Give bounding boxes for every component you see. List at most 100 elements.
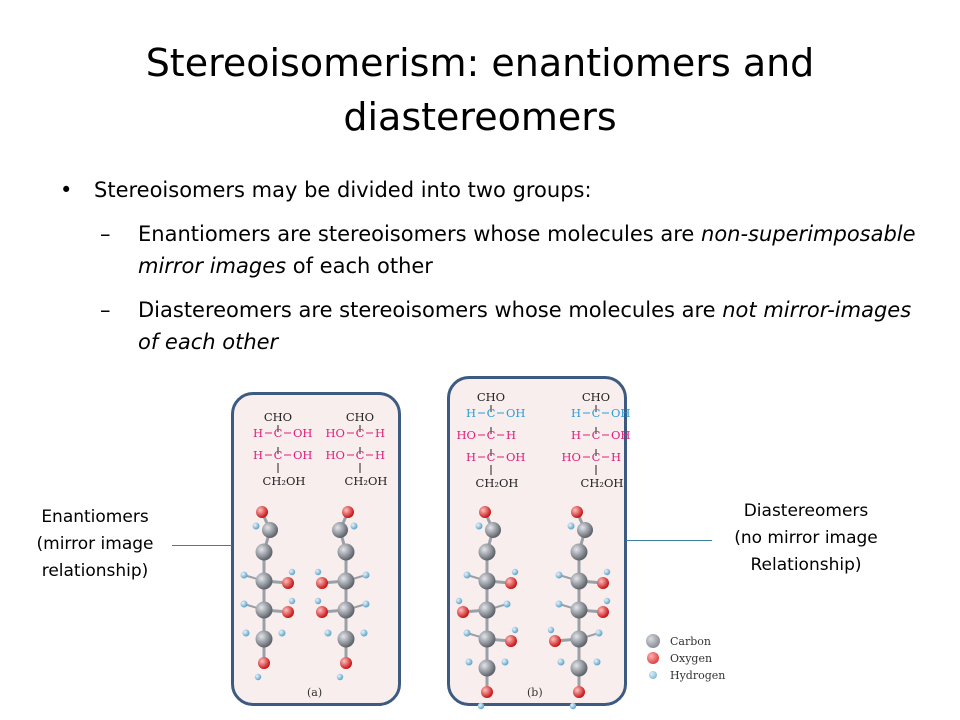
hydrogen-atom [242, 629, 250, 637]
hydrogen-atom [455, 597, 463, 605]
hydrogen-atom [475, 522, 483, 530]
carbon-atom [337, 572, 355, 590]
hydrogen-atom [314, 568, 322, 576]
hydrogen-atom [350, 522, 358, 530]
hydrogen-atom [360, 629, 368, 637]
hydrogen-atom [252, 522, 260, 530]
fischer-bottom-group: CH₂OH [581, 476, 624, 490]
label-line: relationship) [41, 561, 149, 581]
fischer-bottom-group: CH₂OH [263, 474, 306, 488]
oxygen-atom [342, 506, 354, 518]
oxygen-atom [479, 506, 491, 518]
hydrogen-atom [465, 658, 473, 666]
hydrogen-atom [477, 702, 485, 710]
fischer-top-group: CHO [477, 390, 505, 404]
oxygen-atom [340, 657, 352, 669]
dash-icon: – [100, 298, 111, 322]
fischer-right-group: OH [611, 428, 630, 442]
bullet-item: • Stereoisomers may be divided into two … [60, 174, 920, 206]
hydrogen-atom [593, 658, 601, 666]
fischer-carbon-label: C [592, 428, 601, 442]
subitem-diastereomers: – Diastereomers are stereoisomers whose … [60, 294, 920, 358]
fischer-carbon-label: C [487, 406, 496, 420]
hydrogen-atom [240, 600, 248, 608]
hydrogen-atom [463, 629, 471, 637]
hydrogen-atom [555, 571, 563, 579]
fischer-top-group: CHO [346, 410, 374, 424]
carbon-atom [255, 572, 273, 590]
oxygen-atom [457, 606, 469, 618]
fischer-right-group: H [375, 426, 385, 440]
fischer-right-group: H [506, 428, 516, 442]
fischer-left-group: HO [457, 428, 476, 442]
carbon-atom [332, 522, 348, 538]
hydrogen-atom [501, 658, 509, 666]
carbon-atom [337, 601, 355, 619]
fischer-bottom-group: CH₂OH [476, 476, 519, 490]
fischer-left-group: H [466, 406, 476, 420]
oxygen-atom [316, 577, 328, 589]
fischer-bottom-group: CH₂OH [345, 474, 388, 488]
hydrogen-atom [288, 597, 296, 605]
bullet-icon: • [60, 178, 73, 202]
carbon-atom [478, 543, 496, 561]
carbon-atom [577, 522, 593, 538]
dash-icon: – [100, 222, 111, 246]
subitem-text: Diastereomers are stereoisomers whose mo… [138, 298, 911, 354]
legend-label: Hydrogen [670, 669, 726, 682]
subitem-part: of each other [286, 254, 433, 278]
fischer-left-group: H [571, 428, 581, 442]
subitem-part: Enantiomers are stereoisomers whose mole… [138, 222, 702, 246]
hydrogen-atom [547, 626, 555, 634]
hydrogen-atom [240, 571, 248, 579]
fischer-left-group: HO [326, 448, 345, 462]
carbon-atom-icon [646, 634, 660, 648]
fischer-left-group: H [571, 406, 581, 420]
oxygen-atom [573, 686, 585, 698]
hydrogen-atom [288, 568, 296, 576]
oxygen-atom [256, 506, 268, 518]
diastereomers-connector [626, 540, 712, 541]
hydrogen-atom [463, 571, 471, 579]
carbon-atom [570, 601, 588, 619]
carbon-atom [478, 601, 496, 619]
carbon-atom [570, 630, 588, 648]
oxygen-atom [282, 606, 294, 618]
slide-body: • Stereoisomers may be divided into two … [60, 174, 920, 358]
hydrogen-atom [362, 600, 370, 608]
carbon-atom [570, 659, 588, 677]
oxygen-atom [481, 686, 493, 698]
oxygen-atom [571, 506, 583, 518]
fischer-left-group: H [466, 450, 476, 464]
hydrogen-atom [314, 597, 322, 605]
fischer-left-group: HO [562, 450, 581, 464]
fischer-right-group: OH [506, 406, 525, 420]
fischer-top-group: CHO [264, 410, 292, 424]
oxygen-atom [258, 657, 270, 669]
oxygen-atom [316, 606, 328, 618]
hydrogen-atom [511, 568, 519, 576]
hydrogen-atom [336, 673, 344, 681]
carbon-atom [570, 543, 588, 561]
subitem-part-italic: not mirror-images of each other [138, 298, 912, 354]
hydrogen-atom [603, 597, 611, 605]
hydrogen-atom [595, 629, 603, 637]
carbon-atom [478, 630, 496, 648]
fischer-left-group: H [253, 448, 263, 462]
legend-label: Carbon [670, 635, 711, 648]
oxygen-atom [282, 577, 294, 589]
oxygen-atom-icon [647, 652, 659, 664]
hydrogen-atom [503, 600, 511, 608]
subitem-text: Enantiomers are stereoisomers whose mole… [138, 222, 916, 278]
carbon-atom [262, 522, 278, 538]
carbon-atom [485, 522, 501, 538]
carbon-atom [255, 601, 273, 619]
label-line: (mirror image [36, 534, 154, 554]
carbon-atom [255, 543, 273, 561]
diastereomers-label: Diastereomers (no mirror image Relations… [716, 498, 896, 579]
hydrogen-atom [567, 522, 575, 530]
oxygen-atom [597, 577, 609, 589]
panel-a-caption: (a) [307, 686, 323, 699]
hydrogen-atom [324, 629, 332, 637]
